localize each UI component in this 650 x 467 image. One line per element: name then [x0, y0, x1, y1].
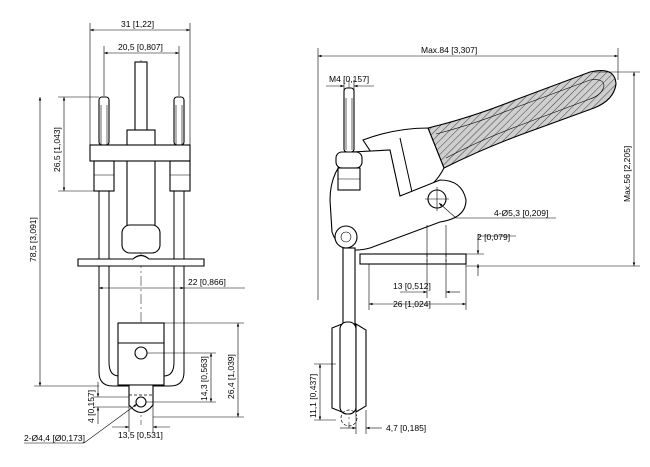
plunger-bar: [134, 61, 148, 133]
dim-side-max-length: Max.84 [3,307]: [421, 45, 477, 55]
dim-front-bottom-width: 13,5 [0,531]: [118, 430, 163, 440]
dim-side-thread: M4 [0,157]: [329, 74, 369, 84]
left-bolt: [98, 96, 110, 146]
dim-front-total-height: 78,5 [3,091]: [28, 217, 38, 262]
crossbar: [89, 144, 191, 162]
dim-front-spacing: 20,5 [0,807]: [118, 42, 163, 52]
front-base-plate: [77, 254, 205, 267]
side-base-plate: [359, 253, 467, 265]
arm-pivot: [121, 224, 161, 254]
dim-side-max-height: Max.56 [2,205]: [622, 146, 632, 202]
dim-side-hole-spacing: 13 [0,512]: [393, 281, 431, 291]
dim-front-hole-diameter: 2-Ø4,4 [Ø0,173]: [24, 433, 85, 443]
dim-front-thread-length: 26,5 [1,043]: [52, 127, 62, 172]
right-nut: [169, 160, 191, 192]
right-bolt: [173, 96, 185, 146]
dim-side-clamp-offset: 4,7 [0,185]: [386, 423, 426, 433]
upper-nut: [335, 151, 363, 169]
dim-side-holes: 4-Ø5,3 [0,209]: [494, 208, 548, 218]
dim-front-hole-height: 14,3 [0,563]: [199, 356, 209, 401]
clamp-pad-right: [355, 323, 367, 413]
spindle: [343, 87, 355, 153]
dim-front-base-width: 22 [0,866]: [188, 277, 226, 287]
side-view: Max.84 [3,307] M4 [0,157] Max.56 [2,205]…: [308, 45, 640, 434]
clamp-pad: [339, 321, 357, 415]
front-view: 31 [1,22] 20,5 [0,807] 26,5 [1,043] 78,5…: [24, 19, 245, 444]
spindle-shaft: [342, 247, 356, 329]
dim-front-width: 31 [1,22]: [121, 19, 154, 29]
dim-side-base-length: 26 [1,024]: [393, 299, 431, 309]
left-nut: [93, 160, 115, 192]
dim-side-clamp-height: 11,1 [0,437]: [308, 374, 318, 418]
dim-side-base-thickness: 2 [0,079]: [477, 232, 510, 242]
dim-front-hole-offset: 4 [0,157]: [86, 390, 96, 423]
dim-front-clamp-height: 26,4 [1,039]: [226, 354, 236, 399]
